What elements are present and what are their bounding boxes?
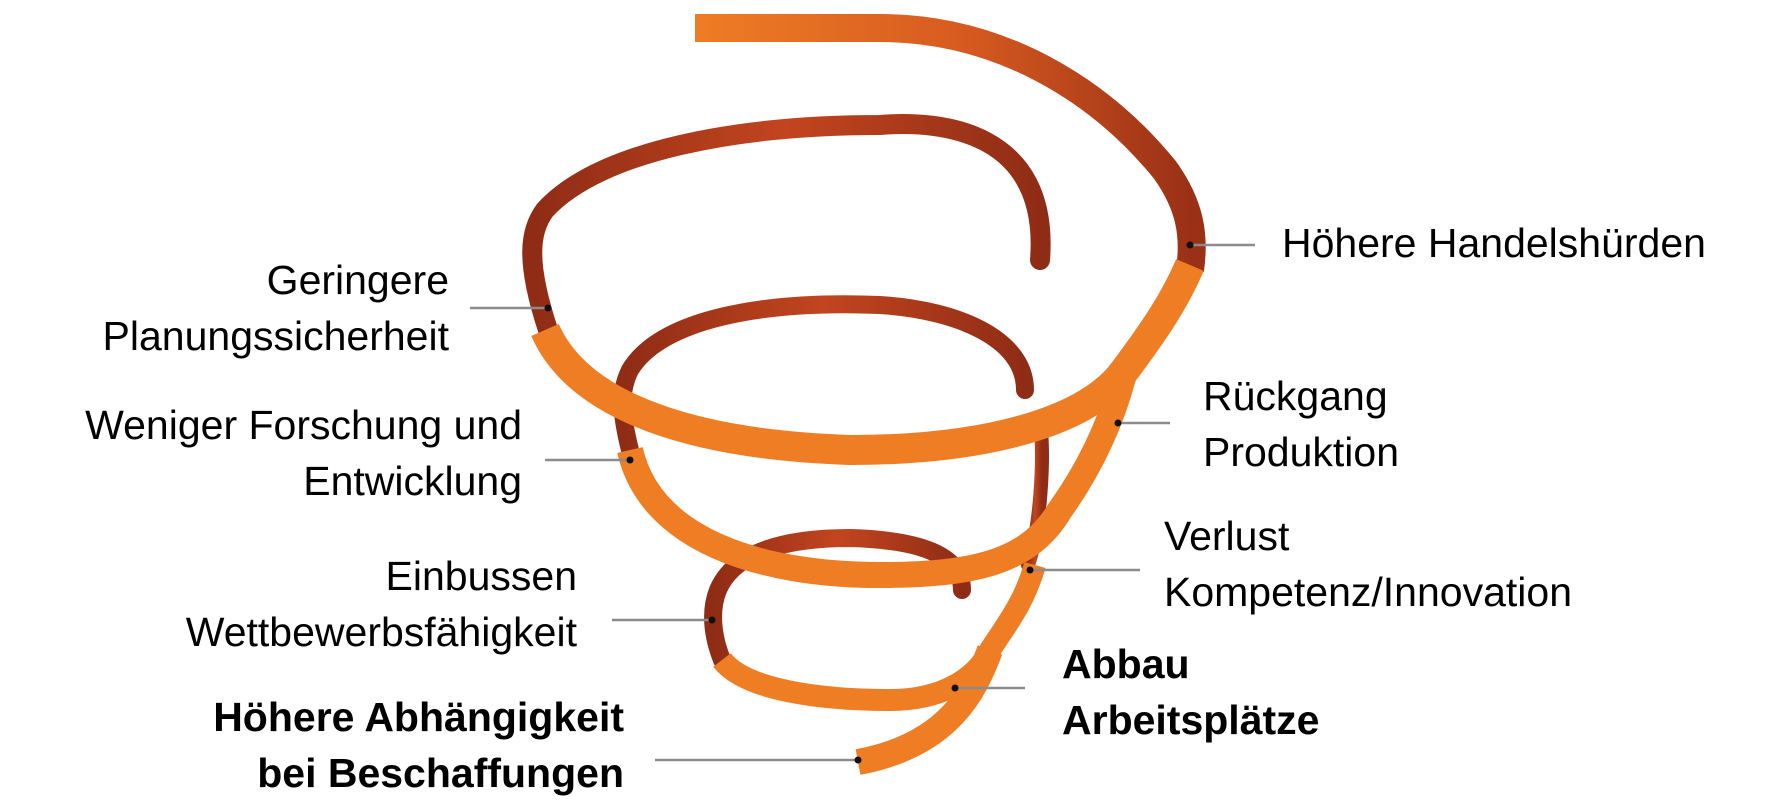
- label-line: Planungssicherheit: [103, 308, 449, 364]
- ribbon-top-strip: [695, 28, 1192, 270]
- label-line: Kompetenz/Innovation: [1164, 564, 1572, 620]
- label-hoehere-abhaengigkeit-beschaffungen: Höhere Abhängigkeit bei Beschaffungen: [213, 689, 624, 801]
- label-line: Geringere: [103, 252, 449, 308]
- dot-einbussen: [709, 617, 716, 624]
- label-weniger-forschung-entwicklung: Weniger Forschung und Entwicklung: [85, 397, 522, 509]
- label-line: Rückgang: [1203, 368, 1399, 424]
- label-line: Arbeitsplätze: [1062, 692, 1319, 748]
- dot-forschung: [627, 457, 634, 464]
- label-line: Abbau: [1062, 636, 1319, 692]
- dot-handelshuerden: [1187, 242, 1194, 249]
- dot-abbau: [952, 685, 959, 692]
- label-einbussen-wettbewerbsfaehigkeit: Einbussen Wettbewerbsfähigkeit: [186, 548, 577, 660]
- label-line: Einbussen: [186, 548, 577, 604]
- label-line: Höhere Handelshürden: [1282, 215, 1706, 271]
- dot-abhaengigkeit: [855, 757, 862, 764]
- label-line: Verlust: [1164, 508, 1572, 564]
- label-rueckgang-produktion: Rückgang Produktion: [1203, 368, 1399, 480]
- label-geringere-planungssicherheit: Geringere Planungssicherheit: [103, 252, 449, 364]
- label-line: Weniger Forschung und: [85, 397, 522, 453]
- label-line: Entwicklung: [85, 453, 522, 509]
- label-line: Höhere Abhängigkeit: [213, 689, 624, 745]
- label-hoehere-handelshuerden: Höhere Handelshürden: [1282, 215, 1706, 271]
- dot-rueckgang: [1115, 420, 1122, 427]
- label-line: Wettbewerbsfähigkeit: [186, 604, 577, 660]
- label-abbau-arbeitsplaetze: Abbau Arbeitsplätze: [1062, 636, 1319, 748]
- dot-planungssicherheit: [545, 305, 552, 312]
- label-verlust-kompetenz-innovation: Verlust Kompetenz/Innovation: [1164, 508, 1572, 620]
- label-line: Produktion: [1203, 424, 1399, 480]
- dot-verlust: [1027, 567, 1034, 574]
- label-line: bei Beschaffungen: [213, 745, 624, 801]
